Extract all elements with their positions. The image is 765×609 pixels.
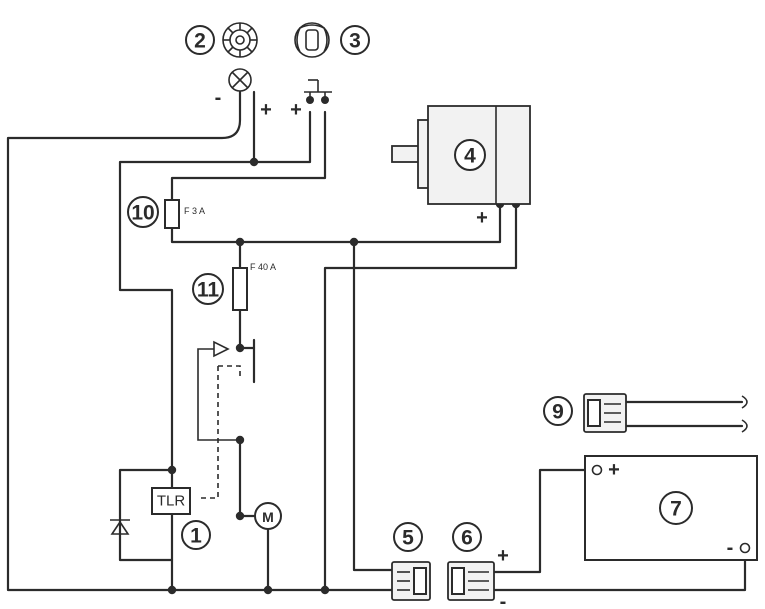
push-switch-symbol [304,79,332,100]
callout-4-text: 4 [464,145,476,168]
lamp-icon [222,22,258,58]
switch-wire-b [170,110,327,202]
callout-2-text: 2 [194,30,206,53]
starter-contactor [197,338,256,499]
connector-6 [447,561,495,601]
callout-3-text: 3 [349,30,361,53]
connector-5 [391,561,431,601]
fuse-10 [164,199,180,229]
battery-plus-sign: + [608,459,620,481]
fuse-10-rating: F 3 A [184,206,205,216]
callout-1: 1 [181,520,211,550]
lamp-minus-sign: - [215,87,222,109]
relay-label: TLR [157,493,186,510]
callout-7: 7 [659,491,693,525]
callout-7-text: 7 [670,498,682,521]
junction-dot [263,585,273,595]
callout-6: 6 [452,522,482,552]
junction-dot [349,237,359,247]
callout-4: 4 [454,139,486,171]
motor4-plus-sign: + [476,207,488,229]
connector6-plus-sign: + [497,545,509,567]
callout-2: 2 [185,25,215,55]
callout-1-text: 1 [190,525,202,548]
fuse10-to-bus [170,202,502,244]
junction-dot [235,511,245,521]
lamp-plus-sign: + [260,99,272,121]
conn6-to-batt-plus [493,468,596,574]
junction-dot [320,585,330,595]
battery-minus-sign: - [727,537,734,559]
motor4-to-conn [323,202,518,592]
switch-icon [294,22,330,58]
motor-m [254,502,282,530]
callout-6-text: 6 [461,527,473,550]
fuse-11 [232,267,248,311]
relay-loop [118,468,174,592]
motor-m-label: M [262,509,274,525]
callout-5-text: 5 [402,527,414,550]
connector-9 [583,393,748,433]
junction-dot [167,585,177,595]
battery [584,455,758,561]
fuse-11-rating: F 40 A [250,262,276,272]
callout-9: 9 [543,396,573,426]
ground-wire-outer [6,90,422,592]
junction-dot [235,237,245,247]
conn6-to-batt-minus [493,550,747,592]
indicator-lamp [228,68,252,92]
callout-9-text: 9 [552,401,564,424]
callout-11-text: 11 [197,279,220,302]
diode-icon [110,519,130,535]
contactor-to-motor [238,438,256,518]
callout-10-text: 10 [131,202,154,225]
callout-3: 3 [340,25,370,55]
callout-5: 5 [393,522,423,552]
connector6-minus-sign: - [500,591,507,609]
bus-to-conn5 [352,240,394,572]
relay-tlr [151,487,191,515]
callout-11: 11 [192,273,224,305]
switch-plus-sign: + [290,99,302,121]
switch-wire-a [118,110,312,472]
callout-10: 10 [127,196,159,228]
junction-dot [167,465,177,475]
junction-dot [249,157,259,167]
